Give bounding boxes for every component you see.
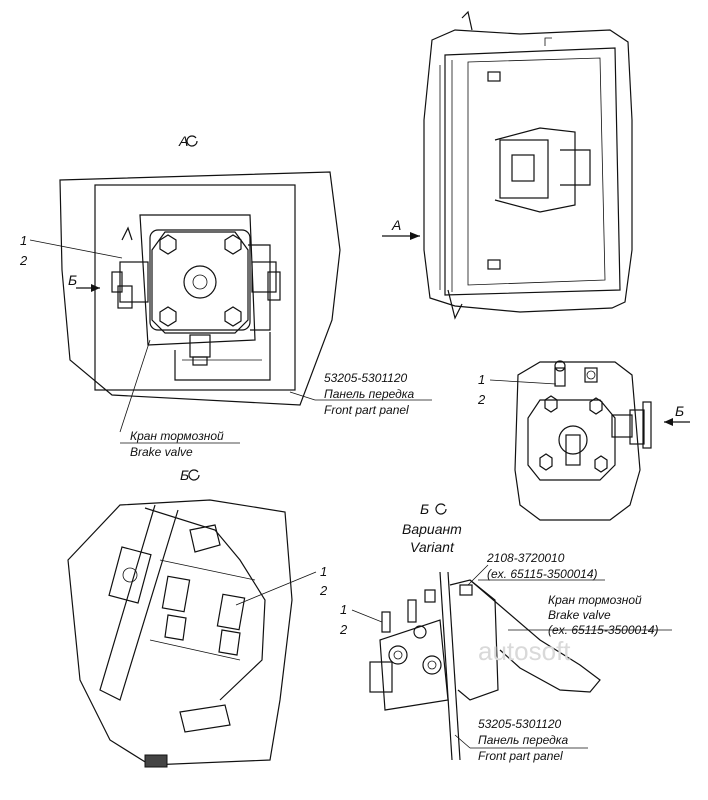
brake-valve-variant-en: Brake valve bbox=[548, 608, 611, 622]
variant-ru: Вариант bbox=[402, 521, 462, 537]
callout-2-valve-detail: 2 bbox=[477, 392, 486, 407]
variant-en: Variant bbox=[410, 539, 455, 555]
callout-1-variant: 1 bbox=[340, 602, 347, 617]
view-b-title: Б bbox=[180, 467, 189, 483]
sensor-code: 2108-3720010 bbox=[486, 551, 565, 565]
valve-detail-view: 1 2 Б bbox=[477, 360, 690, 521]
panel-variant-en: Front part panel bbox=[478, 749, 563, 763]
valve-detail-arrow-b-label: Б bbox=[675, 403, 684, 419]
view-a-title: А bbox=[178, 133, 188, 149]
callout-2-variant: 2 bbox=[339, 622, 348, 637]
callout-1-view-b: 1 bbox=[320, 564, 327, 579]
view-b: Б 1 2 bbox=[67, 467, 328, 768]
view-arrow-a-label: А bbox=[391, 217, 401, 233]
brake-valve-variant-ex: (ex. 65115-3500014) bbox=[548, 623, 659, 637]
panel-variant-code: 53205-5301120 bbox=[478, 717, 562, 731]
watermark: autosoft bbox=[478, 636, 571, 666]
panel-en: Front part panel bbox=[324, 403, 409, 417]
callout-1-view-a: 1 bbox=[20, 233, 27, 248]
panel-variant-ru: Панель передка bbox=[478, 733, 568, 747]
panel-code: 53205-5301120 bbox=[324, 371, 408, 385]
sensor-ex: (ex. 65115-3500014) bbox=[487, 567, 598, 581]
brake-valve-ru: Кран тормозной bbox=[130, 429, 224, 443]
callout-2-view-a: 2 bbox=[19, 253, 28, 268]
cab-top-view: А bbox=[382, 10, 633, 320]
callout-1-valve-detail: 1 bbox=[478, 372, 485, 387]
brake-valve-en: Brake valve bbox=[130, 445, 193, 459]
brake-valve-variant-ru: Кран тормозной bbox=[548, 593, 642, 607]
view-b-variant-title: Б bbox=[420, 501, 429, 517]
view-a: А 1 2 Б Кран тормозной Brake valve bbox=[19, 133, 432, 459]
variant-view: Б Вариант Variant 1 2 autosoft 2108-3720… bbox=[339, 501, 672, 763]
callout-2-view-b: 2 bbox=[319, 583, 328, 598]
view-a-arrow-b-label: Б bbox=[68, 272, 77, 288]
panel-ru: Панель передка bbox=[324, 387, 414, 401]
